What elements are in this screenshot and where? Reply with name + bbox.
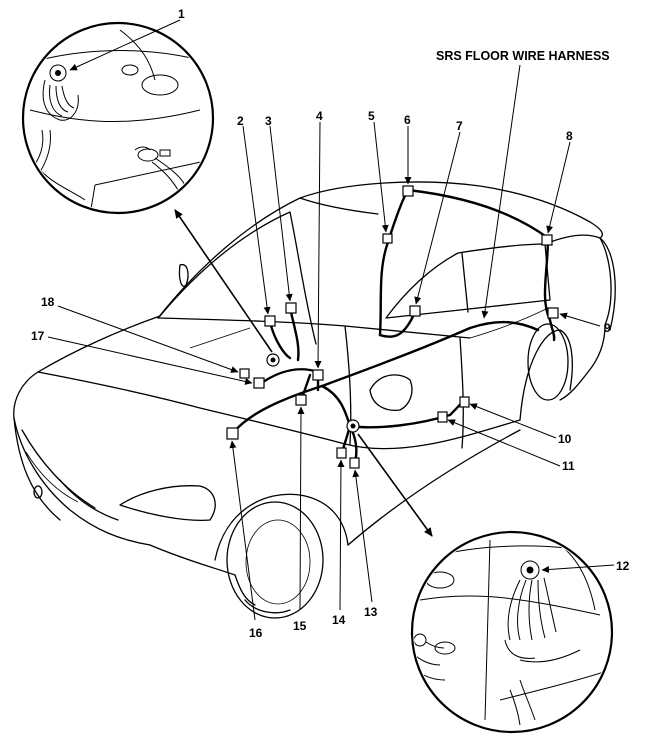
callout-labels: SRS FLOOR WIRE HARNESS 1 2 3 4 5 6 7 8 9…	[31, 7, 630, 640]
callout-5: 5	[368, 109, 375, 123]
connectors	[226, 185, 559, 469]
callout-10: 10	[558, 432, 572, 446]
callout-12: 12	[616, 559, 630, 573]
connector-14	[336, 447, 347, 459]
srs-floor-wire-harness	[231, 188, 556, 464]
callout-1: 1	[178, 7, 185, 21]
connector-6	[402, 185, 414, 197]
callout-8: 8	[566, 129, 573, 143]
connector-3	[285, 302, 297, 314]
callout-4: 4	[316, 109, 323, 123]
callout-13: 13	[364, 605, 378, 619]
callout-18: 18	[41, 295, 55, 309]
callout-14: 14	[332, 613, 346, 627]
callout-17: 17	[31, 329, 45, 343]
callout-2: 2	[237, 114, 244, 128]
connector-11	[437, 411, 448, 423]
connector-16	[226, 427, 239, 440]
connector-10	[459, 396, 470, 408]
callout-3: 3	[265, 114, 272, 128]
connector-15	[295, 394, 307, 406]
inset-arrows	[174, 209, 433, 537]
callout-11: 11	[562, 459, 575, 473]
connector-13	[349, 457, 360, 469]
connector-8	[541, 234, 553, 246]
detail-inset-top-left	[21, 21, 215, 215]
callout-15: 15	[293, 619, 307, 633]
detail-inset-bottom-right	[410, 530, 614, 734]
leader-lines	[47, 19, 615, 621]
connector-2	[264, 315, 276, 327]
connector-5	[382, 233, 393, 244]
callout-16: 16	[249, 626, 263, 640]
harness-title: SRS FLOOR WIRE HARNESS	[436, 49, 610, 63]
connector-4	[312, 369, 324, 381]
callout-9: 9	[604, 321, 611, 335]
connector-17	[253, 377, 265, 389]
car-body-outline	[13, 181, 616, 619]
callout-6: 6	[404, 113, 411, 127]
connector-9	[547, 307, 559, 319]
connector-7	[409, 305, 421, 317]
connector-18	[239, 368, 250, 379]
callout-7: 7	[456, 119, 463, 133]
